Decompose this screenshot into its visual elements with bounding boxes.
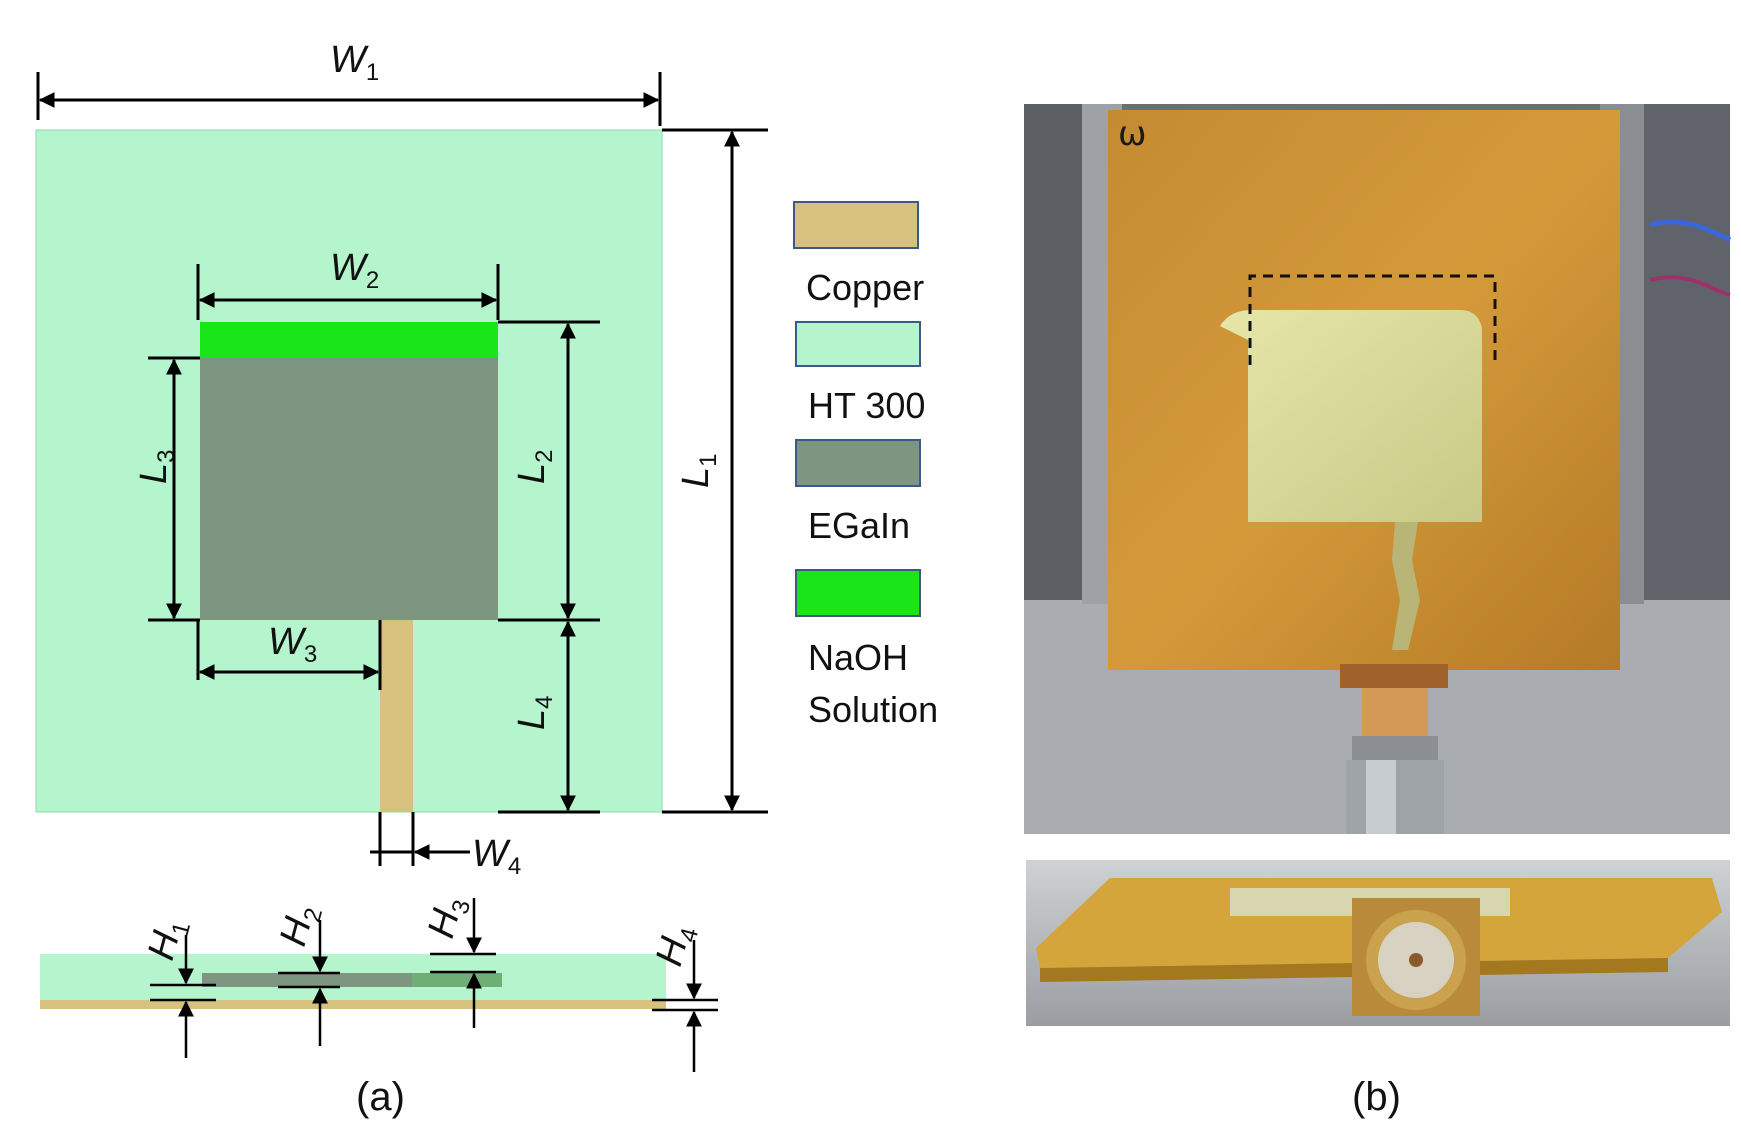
legend-label-ht300: HT 300 (808, 385, 925, 426)
legend-label-naoh: NaOH (808, 637, 908, 678)
w3-label: W3 (268, 621, 317, 668)
photo-dashed-outline (1248, 274, 1497, 365)
l3-label: L3 (133, 450, 180, 485)
side-copper-ground (40, 1000, 666, 1009)
l1-label: L1 (675, 454, 722, 489)
egain-patch (200, 358, 498, 620)
side-naoh (412, 973, 502, 987)
h3-label: H3 (420, 892, 476, 944)
top-view: W1 L1 W2 L2 L3 W3 L4 W4 (35, 39, 768, 880)
photo-side (1026, 860, 1730, 1026)
naoh-strip (200, 322, 498, 358)
w2-label: W2 (330, 247, 379, 294)
caption-b: (b) (1352, 1075, 1401, 1119)
legend-label-copper: Copper (806, 267, 924, 308)
l2-label: L2 (511, 450, 558, 485)
legend-label-egain: EGaIn (808, 505, 910, 546)
legend-label-naoh-line2: Solution (808, 689, 938, 730)
l4-label: L4 (511, 696, 558, 731)
legend-swatch-naoh (795, 569, 921, 617)
photo-front: ω (1024, 104, 1732, 834)
legend: Copper HT 300 EGaIn NaOH Solution (793, 201, 938, 730)
copper-feedline (380, 620, 413, 812)
legend-swatch-ht300 (795, 321, 921, 367)
w1-label: W1 (330, 39, 379, 86)
photo-corner-mark: ω (1118, 114, 1146, 154)
legend-swatch-egain (795, 439, 921, 487)
w4-label: W4 (472, 833, 521, 880)
caption-a: (a) (356, 1075, 405, 1119)
side-view: H1 H2 H3 H4 (40, 892, 718, 1072)
legend-swatch-copper (793, 201, 919, 249)
